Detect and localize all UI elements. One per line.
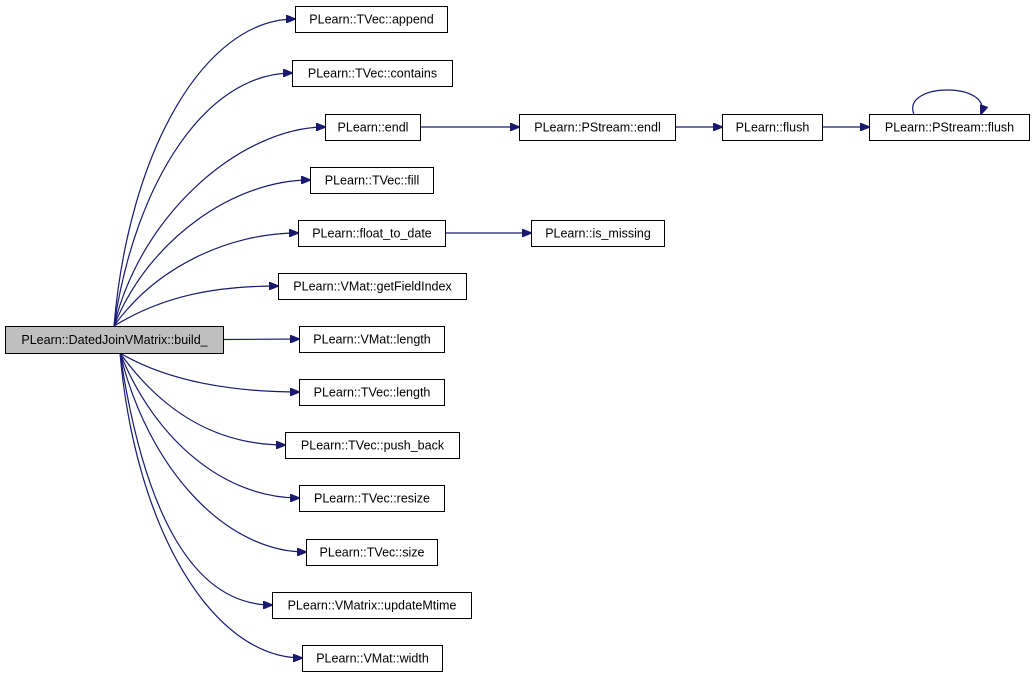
- edge-root-to-tvec_length: [119, 352, 299, 392]
- node-append[interactable]: PLearn::TVec::append: [295, 6, 448, 33]
- edge-root-to-resize: [119, 352, 299, 498]
- nodes-layer: PLearn::DatedJoinVMatrix::build_PLearn::…: [5, 6, 1030, 672]
- node-size[interactable]: PLearn::TVec::size: [306, 539, 438, 566]
- node-contains[interactable]: PLearn::TVec::contains: [292, 60, 453, 87]
- node-box-root: [5, 326, 224, 354]
- edge-root-to-fill: [113, 180, 310, 327]
- node-box-pstream_flush: [869, 114, 1030, 141]
- node-label-resize: PLearn::TVec::resize: [314, 492, 430, 506]
- edge-root-to-endl: [113, 127, 325, 327]
- node-box-contains: [292, 60, 453, 87]
- node-box-fill: [310, 167, 434, 194]
- node-box-append: [295, 6, 448, 33]
- node-label-updateMtime: PLearn::VMatrix::updateMtime: [288, 599, 457, 613]
- node-label-push_back: PLearn::TVec::push_back: [301, 439, 445, 453]
- node-label-float_to_date: PLearn::float_to_date: [312, 227, 432, 241]
- node-label-append: PLearn::TVec::append: [309, 13, 433, 27]
- node-width[interactable]: PLearn::VMat::width: [302, 645, 443, 672]
- node-label-size: PLearn::TVec::size: [320, 546, 425, 560]
- node-float_to_date[interactable]: PLearn::float_to_date: [298, 220, 446, 247]
- edge-root-to-append: [113, 19, 295, 327]
- edge-pstream_flush-to-pstream_flush: [912, 89, 982, 114]
- node-getFieldIndex[interactable]: PLearn::VMat::getFieldIndex: [278, 273, 467, 300]
- edges-layer: [113, 19, 982, 658]
- node-label-pstream_endl: PLearn::PStream::endl: [534, 121, 660, 135]
- node-label-vmat_length: PLearn::VMat::length: [313, 333, 430, 347]
- node-box-updateMtime: [272, 592, 472, 619]
- node-box-tvec_length: [299, 379, 445, 406]
- edge-root-to-updateMtime: [119, 352, 272, 605]
- node-tvec_length[interactable]: PLearn::TVec::length: [299, 379, 445, 406]
- node-box-endl: [325, 114, 421, 141]
- node-box-size: [306, 539, 438, 566]
- node-box-is_missing: [531, 220, 665, 247]
- edge-root-to-width: [119, 352, 302, 658]
- edge-root-to-vmat_length: [222, 339, 299, 340]
- node-vmat_length[interactable]: PLearn::VMat::length: [299, 326, 445, 353]
- edge-root-to-float_to_date: [113, 233, 298, 327]
- node-label-tvec_length: PLearn::TVec::length: [314, 386, 431, 400]
- node-box-resize: [299, 485, 445, 512]
- node-label-flush: PLearn::flush: [736, 121, 810, 135]
- node-label-contains: PLearn::TVec::contains: [308, 67, 437, 81]
- node-box-push_back: [285, 432, 460, 459]
- node-endl[interactable]: PLearn::endl: [325, 114, 421, 141]
- node-fill[interactable]: PLearn::TVec::fill: [310, 167, 434, 194]
- node-box-width: [302, 645, 443, 672]
- node-box-flush: [722, 114, 823, 141]
- node-pstream_flush[interactable]: PLearn::PStream::flush: [869, 114, 1030, 141]
- node-label-endl: PLearn::endl: [338, 121, 409, 135]
- node-flush[interactable]: PLearn::flush: [722, 114, 823, 141]
- edge-root-to-push_back: [119, 352, 285, 445]
- node-updateMtime[interactable]: PLearn::VMatrix::updateMtime: [272, 592, 472, 619]
- node-label-width: PLearn::VMat::width: [316, 652, 429, 666]
- node-label-fill: PLearn::TVec::fill: [325, 174, 420, 188]
- node-is_missing[interactable]: PLearn::is_missing: [531, 220, 665, 247]
- node-label-getFieldIndex: PLearn::VMat::getFieldIndex: [293, 280, 452, 294]
- node-label-pstream_flush: PLearn::PStream::flush: [885, 121, 1014, 135]
- node-box-vmat_length: [299, 326, 445, 353]
- node-push_back[interactable]: PLearn::TVec::push_back: [285, 432, 460, 459]
- node-box-float_to_date: [298, 220, 446, 247]
- node-label-is_missing: PLearn::is_missing: [545, 227, 651, 241]
- edge-root-to-contains: [113, 73, 292, 327]
- node-root[interactable]: PLearn::DatedJoinVMatrix::build_: [5, 326, 224, 354]
- node-pstream_endl[interactable]: PLearn::PStream::endl: [519, 114, 676, 141]
- edge-root-to-size: [119, 352, 306, 552]
- edge-root-to-getFieldIndex: [113, 286, 278, 327]
- node-box-getFieldIndex: [278, 273, 467, 300]
- node-label-root: PLearn::DatedJoinVMatrix::build_: [21, 333, 208, 347]
- node-box-pstream_endl: [519, 114, 676, 141]
- node-resize[interactable]: PLearn::TVec::resize: [299, 485, 445, 512]
